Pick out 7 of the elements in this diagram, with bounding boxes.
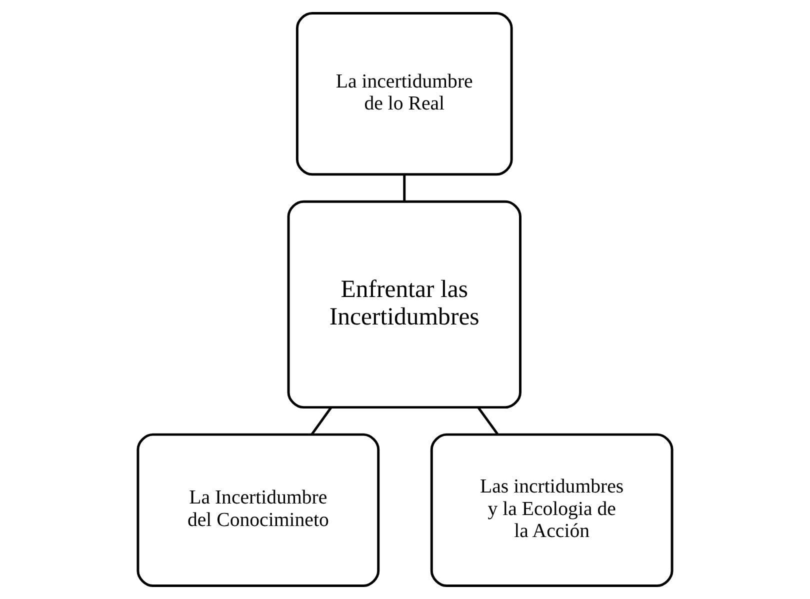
connector: [310, 407, 332, 436]
node-box: Las incrtidumbres y la Ecologia de la Acción: [430, 433, 674, 587]
connector: [403, 174, 406, 202]
node-box: La incertidumbre de lo Real: [296, 12, 513, 176]
node-box: La Incertidumbre del Conocimineto: [136, 433, 380, 587]
connector: [478, 407, 499, 436]
node-box: Enfrentar las Incertidumbres: [287, 200, 522, 409]
